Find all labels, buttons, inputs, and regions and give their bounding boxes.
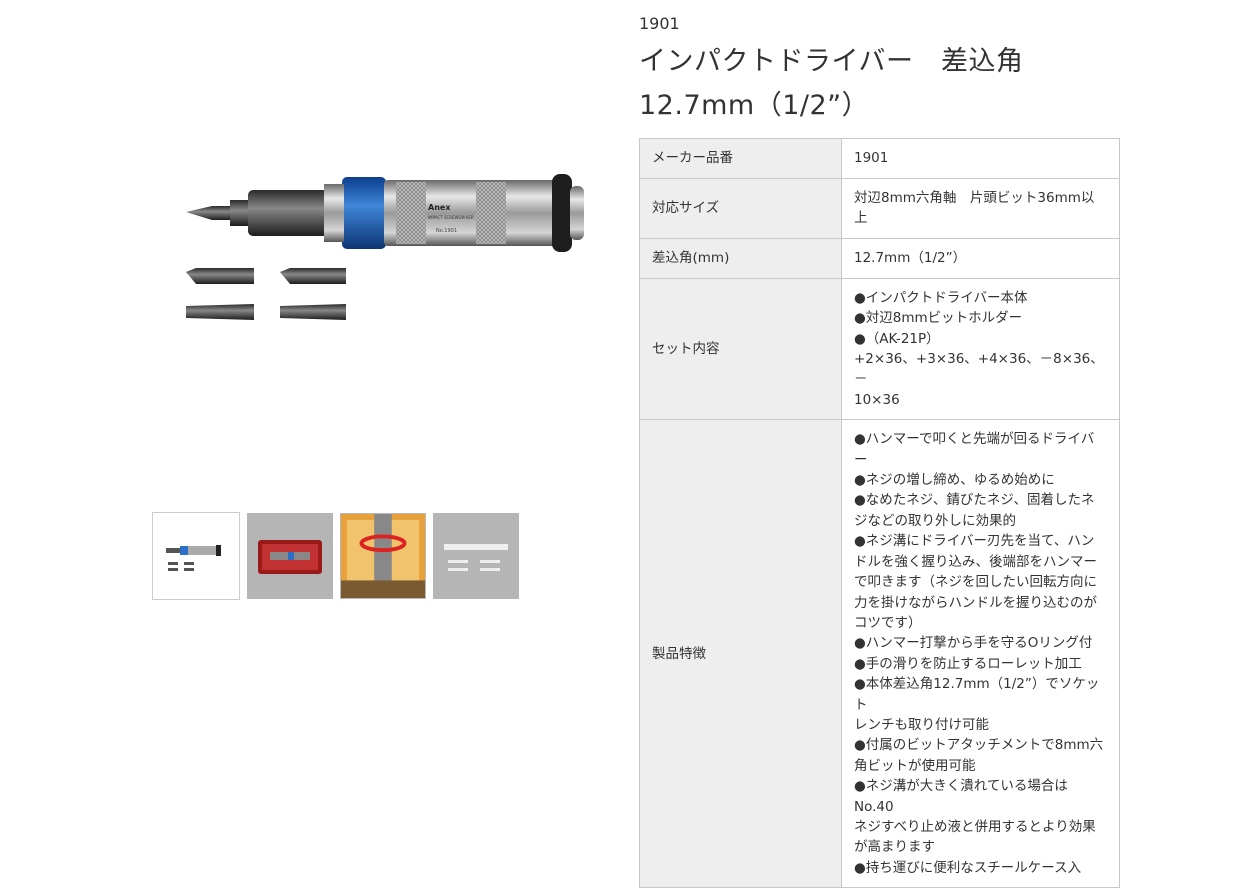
knurled-grip bbox=[396, 182, 426, 244]
o-ring bbox=[552, 174, 572, 252]
spec-key: 製品特徴 bbox=[639, 419, 842, 888]
thumbnail-dimensions-image bbox=[444, 544, 508, 571]
thumbnail-usage-image bbox=[341, 514, 425, 598]
engraving-no: No.1901 bbox=[436, 228, 457, 234]
spec-value-line: 1901 bbox=[854, 150, 889, 167]
spec-key: 対応サイズ bbox=[639, 178, 842, 239]
thumbnail-case[interactable] bbox=[247, 513, 333, 599]
thumbnail-main[interactable] bbox=[152, 512, 240, 600]
spec-value-line: ジなどの取り外しに効果的 bbox=[854, 512, 1016, 529]
spec-value-line: コツです） bbox=[854, 614, 922, 631]
spec-row: セット内容 ●インパクトドライバー本体 ●対辺8mmビットホルダー ●（AK-21P）… bbox=[639, 277, 1120, 421]
spec-value: 1901 bbox=[841, 138, 1120, 179]
spec-value-line: ●対辺8mmビットホルダー bbox=[854, 310, 1023, 327]
spec-value-line: レンチも取り付け可能 bbox=[854, 716, 989, 733]
spec-value-line: ●インパクトドライバー本体 bbox=[854, 289, 1028, 306]
spec-value-line: ネジすべり止め液と併用するとより効果 bbox=[854, 818, 1096, 835]
bit-plus-1 bbox=[186, 268, 254, 284]
engraving-brand: Anex bbox=[428, 203, 451, 212]
main-product-image[interactable]: Anex IMPACT SCREWDRIVER No.1901 bbox=[152, 120, 622, 490]
spec-key: 差込角(mm) bbox=[639, 237, 842, 279]
spec-row: 製品特徴 ●ハンマーで叩くと先端が回るドライバー ●ネジの増し締め、ゆるめ始めに ●な… bbox=[639, 419, 1120, 888]
thumbnail-strip bbox=[152, 512, 519, 600]
spec-value-line: ー bbox=[854, 451, 868, 468]
product-info: 1901 インパクトドライバー 差込角12.7mm（1/2”） bbox=[639, 14, 1120, 128]
spec-value: 12.7mm（1/2”） bbox=[841, 237, 1120, 279]
spec-value: 対辺8mm六角軸 片頭ビット36mm以上 bbox=[841, 178, 1120, 239]
product-title: インパクトドライバー 差込角12.7mm（1/2”） bbox=[639, 46, 1024, 121]
thumbnail-dimensions[interactable] bbox=[433, 513, 519, 599]
bit-plus-2 bbox=[280, 268, 346, 284]
spec-key: セット内容 bbox=[639, 277, 842, 421]
spec-value: ●ハンマーで叩くと先端が回るドライバー ●ネジの増し締め、ゆるめ始めに ●なめたネジ… bbox=[841, 419, 1120, 888]
spec-value-line: ●ハンマー打撃から手を守るOリング付 bbox=[854, 635, 1093, 652]
spec-value-line: 12.7mm（1/2”） bbox=[854, 250, 967, 267]
spec-value-line: で叩きます（ネジを回したい回転方向に bbox=[854, 574, 1097, 591]
screwdriver-tip bbox=[186, 206, 232, 220]
spec-value-line: 10×36 bbox=[854, 391, 900, 408]
spec-value-line: ●本体差込角12.7mm（1/2”）でソケット bbox=[854, 676, 1100, 713]
thumbnail-case-image bbox=[258, 540, 322, 574]
spec-value-line: ドルを強く握り込み、後端部をハンマー bbox=[854, 553, 1097, 570]
spec-value-line: 角ビットが使用可能 bbox=[854, 757, 976, 774]
spec-value: ●インパクトドライバー本体 ●対辺8mmビットホルダー ●（AK-21P） +2×36… bbox=[841, 277, 1120, 421]
engraving-model: IMPACT SCREWDRIVER bbox=[428, 215, 474, 220]
spec-value-line: ●持ち運びに便利なスチールケース入 bbox=[854, 859, 1082, 876]
blue-ring bbox=[342, 177, 386, 249]
spec-value-line: ●（AK-21P） bbox=[854, 330, 940, 347]
bit-minus-1 bbox=[186, 304, 254, 320]
spec-value-line: ●ハンマーで叩くと先端が回るドライバ bbox=[854, 431, 1095, 448]
thumbnail-usage[interactable] bbox=[340, 513, 426, 599]
bit-minus-2 bbox=[280, 304, 346, 320]
spec-value-line: ●ネジ溝にドライバー刃先を当て、ハン bbox=[854, 533, 1095, 550]
spec-row: 差込角(mm) 12.7mm（1/2”） bbox=[639, 237, 1120, 279]
spec-value-line: +2×36、+3×36、+4×36、－8×36、－ bbox=[854, 351, 1104, 388]
handle-body bbox=[384, 180, 556, 246]
spec-value-line: が高まります bbox=[854, 839, 935, 856]
spec-row: メーカー品番 1901 bbox=[639, 138, 1120, 179]
spec-value-line: ●付属のビットアタッチメントで8mm六 bbox=[854, 737, 1104, 754]
spec-value-line: ●手の滑りを防止するローレット加工 bbox=[854, 655, 1082, 672]
spec-value-line: ●ネジの増し締め、ゆるめ始めに bbox=[854, 472, 1055, 489]
spec-value-line: 対辺8mm六角軸 片頭ビット36mm以上 bbox=[854, 190, 1095, 227]
spec-key: メーカー品番 bbox=[639, 138, 842, 179]
bit-holder bbox=[230, 200, 250, 226]
thumbnail-main-image bbox=[166, 545, 221, 571]
spec-value-line: ●ネジ溝が大きく潰れている場合はNo.40 bbox=[854, 778, 1068, 815]
spec-row: 対応サイズ対辺8mm六角軸 片頭ビット36mm以上 bbox=[639, 178, 1120, 239]
product-code: 1901 bbox=[639, 14, 680, 33]
spec-value-line: ●なめたネジ、錆びたネジ、固着したネ bbox=[854, 492, 1095, 509]
spec-value-line: 力を掛けながらハンドルを握り込むのが bbox=[854, 594, 1097, 611]
